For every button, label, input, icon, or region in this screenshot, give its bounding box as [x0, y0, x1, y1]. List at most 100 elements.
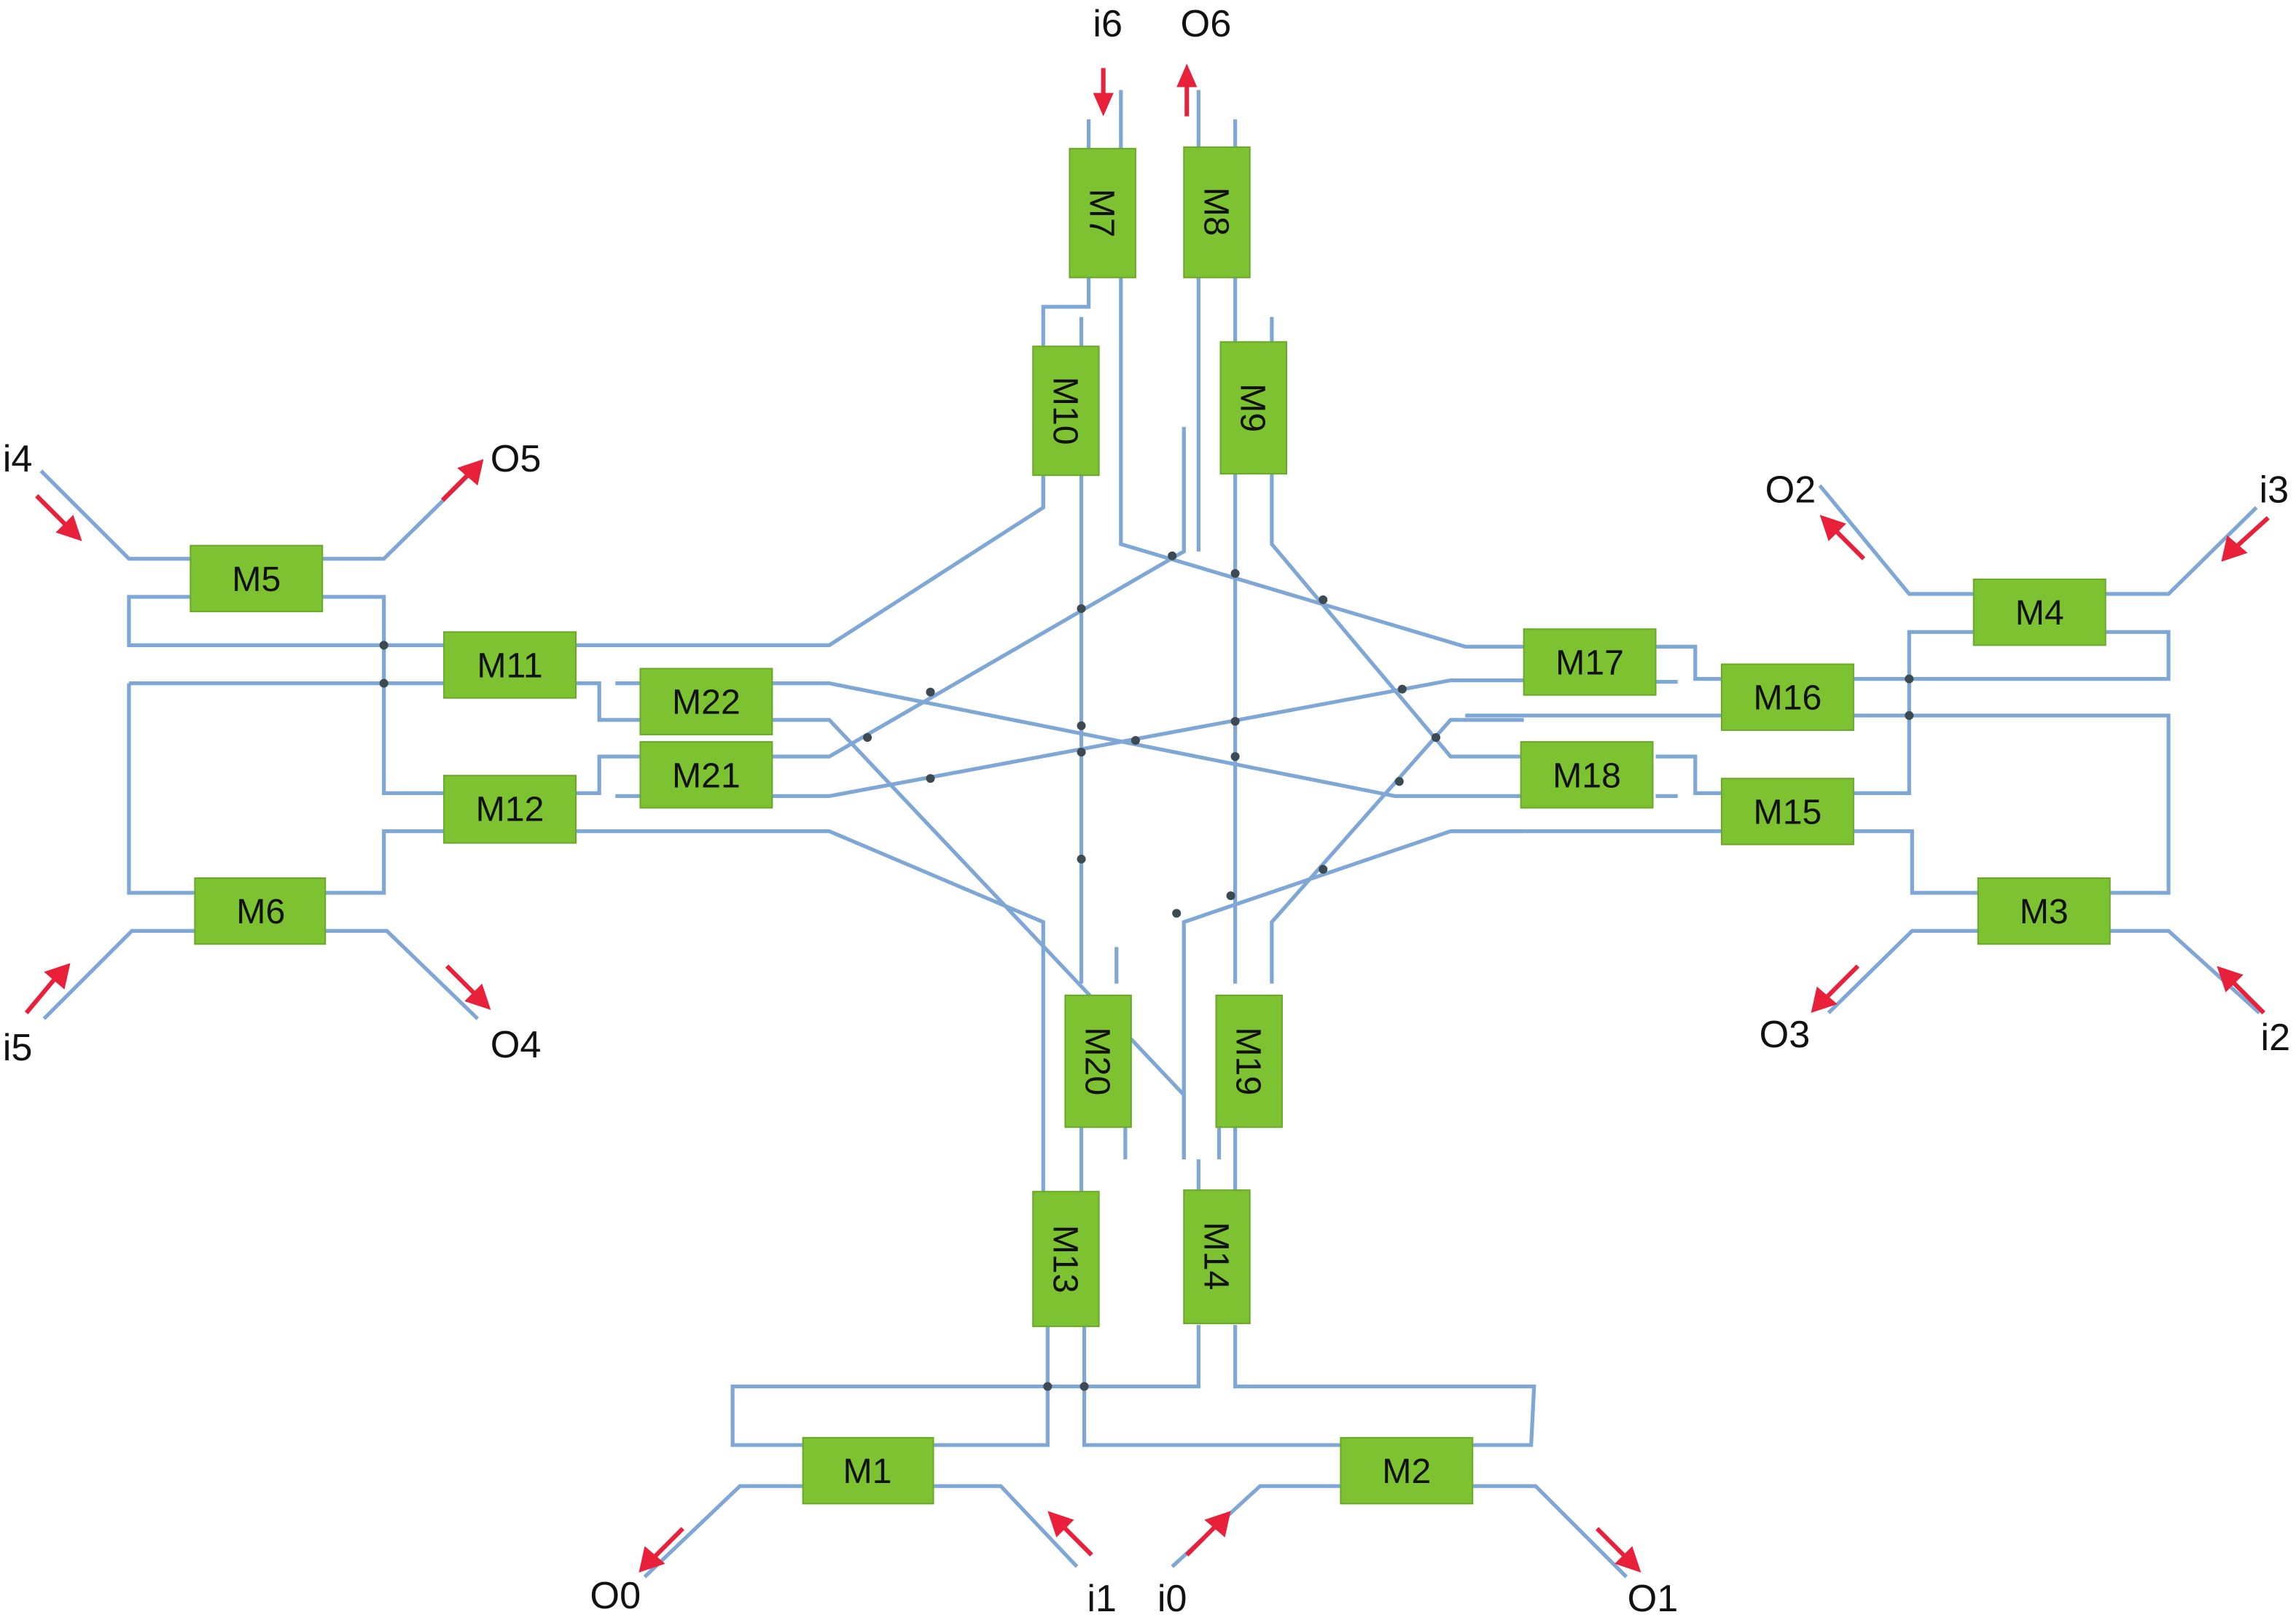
module-m15[interactable]: M15: [1720, 778, 1854, 845]
module-label: M8: [1196, 187, 1235, 236]
module-label: M7: [1082, 189, 1122, 238]
wire: [1818, 484, 1974, 596]
junction-dot: [1230, 752, 1240, 762]
arrow-i1: [1047, 1511, 1093, 1557]
port-label-i2: i2: [2261, 1017, 2291, 1059]
junction-dot: [1905, 711, 1914, 720]
junction-dot: [926, 774, 935, 783]
port-label-o0: O0: [590, 1575, 641, 1617]
module-m20[interactable]: M20: [1064, 994, 1132, 1128]
module-label: M10: [1045, 377, 1085, 445]
module-m17[interactable]: M17: [1523, 628, 1657, 696]
junction-dot: [1431, 732, 1441, 743]
junction-dot: [1172, 909, 1182, 918]
module-label: M3: [2020, 892, 2069, 931]
module-label: M20: [1078, 1027, 1117, 1095]
module-m19[interactable]: M19: [1215, 994, 1283, 1128]
junctions: [379, 551, 1914, 1391]
module-m22[interactable]: M22: [639, 668, 773, 735]
arrow-i0: [1185, 1511, 1231, 1557]
module-label: M16: [1754, 678, 1822, 718]
module-label: M11: [477, 646, 542, 685]
wire: [772, 681, 1524, 799]
wire: [576, 426, 1045, 647]
modules: M5 M6 M11 M12 M22 M21 M17 M18 M16 M15 M4…: [190, 146, 2111, 1505]
port-label-o3: O3: [1760, 1014, 1811, 1056]
junction-dot: [1168, 551, 1177, 560]
junction-dot: [926, 687, 935, 697]
port-label-o5: O5: [491, 438, 542, 480]
port-label-i5: i5: [3, 1027, 33, 1069]
module-m7[interactable]: M7: [1069, 147, 1136, 278]
module-m8[interactable]: M8: [1183, 146, 1251, 278]
arrow-o5: [440, 459, 484, 502]
wire: [1233, 1325, 1536, 1447]
module-m18[interactable]: M18: [1520, 741, 1654, 809]
wire: [730, 1325, 1200, 1447]
wire: [1270, 718, 1524, 984]
arrow-o0: [639, 1527, 684, 1573]
arrow-i2: [2217, 966, 2265, 1015]
junction-dot: [379, 678, 388, 688]
module-m12[interactable]: M12: [443, 775, 577, 844]
junction-dot: [1077, 721, 1086, 730]
wire: [772, 678, 1524, 799]
junction-dot: [1079, 1382, 1089, 1391]
junction-dot: [1077, 854, 1086, 864]
module-m5[interactable]: M5: [190, 544, 324, 613]
junction-dot: [1394, 777, 1404, 786]
junction-dot: [379, 641, 388, 650]
module-label: M9: [1233, 383, 1273, 432]
port-label-i0: i0: [1157, 1578, 1187, 1620]
module-m3[interactable]: M3: [1977, 877, 2111, 945]
module-label: M18: [1553, 756, 1621, 795]
ports: i4 O5 i5 O4 i6 O6 O2 i3 O3 i2 O0 i1 i0 O…: [3, 3, 2290, 1620]
wire: [643, 1484, 803, 1578]
module-label: M5: [232, 560, 281, 599]
module-label: M14: [1196, 1222, 1235, 1291]
module-m1[interactable]: M1: [802, 1436, 934, 1505]
port-label-o1: O1: [1628, 1578, 1679, 1620]
module-m2[interactable]: M2: [1340, 1436, 1474, 1505]
junction-dot: [863, 732, 872, 743]
module-m4[interactable]: M4: [1972, 578, 2106, 646]
module-label: M13: [1045, 1225, 1085, 1294]
wire: [1655, 644, 1722, 681]
junction-dot: [1230, 568, 1240, 578]
wire: [322, 466, 478, 561]
module-m13[interactable]: M13: [1032, 1191, 1100, 1328]
wire: [933, 1484, 1079, 1568]
module-m21[interactable]: M21: [639, 741, 773, 809]
junction-dot: [1077, 604, 1086, 614]
module-label: M22: [672, 683, 741, 722]
arrow-i6: [1093, 68, 1114, 117]
junction-dot: [1131, 735, 1140, 746]
arrow-i5: [24, 963, 71, 1014]
arrow-o4: [445, 964, 491, 1010]
junction-dot: [1226, 891, 1235, 901]
arrow-i3: [2221, 516, 2270, 562]
wire: [1853, 713, 2171, 895]
wire: [325, 928, 480, 1020]
wire: [2105, 928, 2261, 1014]
module-m11[interactable]: M11: [443, 631, 577, 699]
wire: [1119, 277, 1524, 649]
module-m14[interactable]: M14: [1183, 1189, 1251, 1325]
module-label: M6: [236, 892, 285, 931]
wire: [127, 683, 195, 895]
arrow-o1: [1595, 1527, 1641, 1573]
wire: [1171, 1484, 1341, 1568]
port-label-i3: i3: [2260, 469, 2289, 511]
module-label: M1: [843, 1452, 892, 1491]
wire: [933, 1325, 1050, 1447]
module-label: M2: [1382, 1452, 1431, 1491]
junction-dot: [1905, 674, 1914, 684]
port-label-i6: i6: [1093, 3, 1122, 45]
module-m10[interactable]: M10: [1032, 345, 1100, 477]
junction-dot: [1043, 1382, 1053, 1391]
module-m6[interactable]: M6: [194, 877, 327, 945]
junction-dot: [1319, 595, 1328, 605]
module-m16[interactable]: M16: [1720, 663, 1854, 731]
module-m9[interactable]: M9: [1219, 341, 1287, 475]
junction-dot: [1230, 716, 1240, 726]
